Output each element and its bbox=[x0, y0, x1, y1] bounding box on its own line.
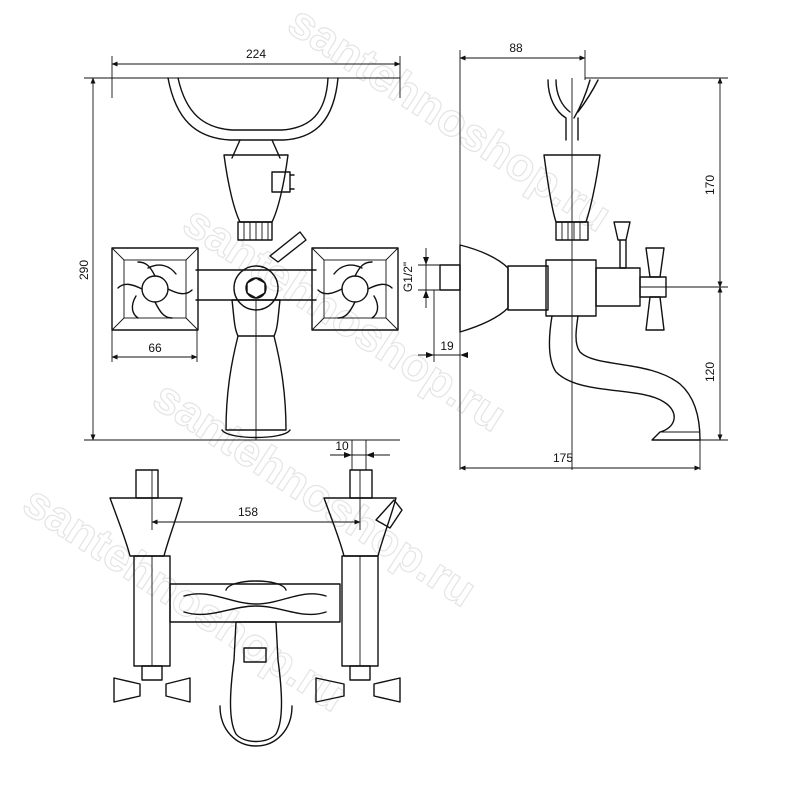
dimension-front-width: 224 bbox=[246, 47, 266, 61]
side-spout bbox=[548, 315, 701, 441]
dimension-thread-length: 19 bbox=[440, 339, 454, 353]
dimension-handle-width: 66 bbox=[148, 341, 162, 355]
dimension-top-offset: 10 bbox=[335, 439, 349, 453]
top-crossbar bbox=[169, 583, 341, 623]
right-handle-plate bbox=[311, 247, 399, 331]
dimension-side-width: 88 bbox=[509, 41, 523, 55]
side-view: 88 170 120 175 G1/2" 19 bbox=[401, 41, 728, 471]
side-shower-holder bbox=[547, 79, 599, 141]
dimension-top-centers: 158 bbox=[238, 505, 258, 519]
left-handle-plate bbox=[111, 247, 199, 331]
dimension-side-upper: 170 bbox=[703, 175, 717, 195]
top-view: 158 10 bbox=[109, 439, 403, 747]
wall-inlet-flange bbox=[459, 244, 509, 333]
shower-cradle bbox=[167, 77, 339, 141]
dimension-side-depth: 175 bbox=[553, 451, 573, 465]
dimension-thread: G1/2" bbox=[401, 262, 415, 292]
top-spout bbox=[229, 621, 283, 743]
side-body bbox=[545, 259, 597, 317]
diverter-body bbox=[223, 154, 289, 223]
dimension-front-height: 290 bbox=[77, 260, 91, 280]
front-view: 224 290 66 bbox=[77, 47, 401, 441]
watermark-text: santehnoshop.ru bbox=[280, 0, 621, 242]
dimension-side-lower: 120 bbox=[703, 362, 717, 382]
